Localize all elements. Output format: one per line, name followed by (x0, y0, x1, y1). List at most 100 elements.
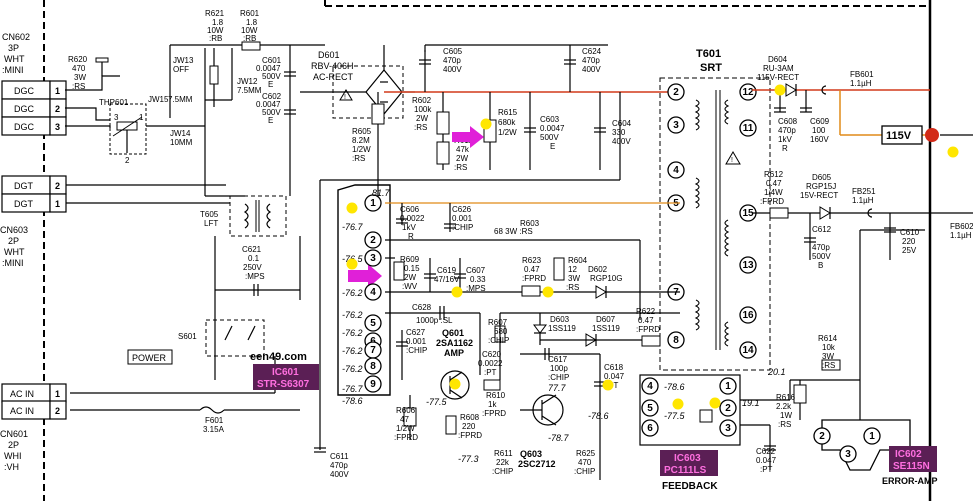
marker-dot (947, 146, 959, 158)
ic601-pin-number: 3 (370, 253, 376, 264)
svg-text:SRT: SRT (700, 62, 722, 74)
ic603-pin-number: 3 (725, 423, 731, 434)
svg-text:!: ! (344, 94, 346, 101)
svg-text:8.2M: 8.2M (352, 136, 370, 145)
t601-pin: 4 (667, 161, 685, 179)
output-115v-label: 115V (886, 130, 912, 142)
c619-ref: C619 (437, 266, 457, 275)
svg-text::PT: :PT (484, 368, 497, 377)
svg-text::FPRD: :FPRD (458, 431, 482, 440)
connector-row-pin: 1 (55, 199, 60, 209)
svg-text:3W: 3W (568, 274, 580, 283)
ic601-part: STR-S6307 (257, 379, 310, 390)
svg-text:400V: 400V (443, 65, 462, 74)
ic601-pin-voltage: -76.7 (342, 222, 364, 232)
svg-text:RGP15J: RGP15J (806, 182, 836, 191)
ic601-pin-number: 4 (370, 287, 376, 298)
svg-text:2W: 2W (416, 114, 428, 123)
svg-text::WV: :WV (402, 282, 418, 291)
svg-text:E: E (550, 142, 555, 151)
connector-row-label: DGC (14, 86, 35, 96)
svg-text:3.15A: 3.15A (203, 425, 225, 434)
ic601-pin: 8 (364, 357, 382, 375)
svg-text:470p: 470p (812, 243, 830, 252)
q603-c-voltage: 77.7 (548, 383, 567, 393)
svg-text:1kV: 1kV (778, 135, 792, 144)
svg-text:1/4W: 1/4W (764, 188, 783, 197)
startup-network: R605 8.2M 1/2W :RS R602 100k 2W :RS R611… (320, 92, 632, 200)
svg-text:3W: 3W (822, 352, 834, 361)
svg-text:680k: 680k (498, 118, 516, 127)
c617-ref: C617 (548, 355, 568, 364)
svg-text:0.001: 0.001 (406, 337, 427, 346)
svg-text:22k: 22k (496, 458, 510, 467)
ic603-pin-number: 6 (647, 423, 653, 434)
jumper-block: JW13 OFF JW15 7.5MM JW14 10MM R621 1.8 1… (148, 9, 325, 147)
cn602-color: WHT (4, 54, 25, 64)
svg-text:470p: 470p (582, 56, 600, 65)
r614-ref: R614 (818, 334, 838, 343)
svg-text:0.47: 0.47 (638, 316, 654, 325)
ic601-pin-voltage: 81.7 (372, 188, 391, 198)
ic602-part: SE115N (893, 461, 930, 472)
v20-voltage: 20.1 (767, 367, 786, 377)
svg-text:RU-3AM: RU-3AM (763, 64, 794, 73)
svg-text:R: R (408, 232, 414, 241)
marker-dot (542, 286, 554, 298)
c606-ref: C606 (400, 205, 420, 214)
svg-text:1.8: 1.8 (246, 18, 258, 27)
svg-text:500V: 500V (262, 108, 281, 117)
ic601-pin: 1 (364, 194, 382, 212)
svg-text:470p: 470p (443, 56, 461, 65)
cn601-ref: CN601 (0, 429, 28, 439)
svg-text:10MM: 10MM (170, 138, 193, 147)
r615-ref: R615 (498, 108, 518, 117)
t601-pin-number: 15 (742, 208, 754, 219)
svg-text::PT: :PT (760, 465, 773, 474)
ic601-pin-voltage: -76.2 (342, 328, 363, 338)
svg-text:0.0047: 0.0047 (256, 100, 281, 109)
svg-text::RB: :RB (243, 34, 256, 43)
t601-pin-number: 14 (742, 345, 754, 356)
ic601-pin-number: 7 (370, 345, 376, 356)
svg-text:1SS119: 1SS119 (592, 324, 620, 333)
c621-ref: C621 (242, 245, 262, 254)
svg-text:0.15: 0.15 (404, 264, 420, 273)
svg-text:1k: 1k (488, 400, 497, 409)
ic601-pin-voltage: -76.7 (342, 384, 364, 394)
ic601-pin: 2 (364, 231, 382, 249)
svg-text:400V: 400V (612, 137, 631, 146)
marker-dot (346, 202, 358, 214)
svg-text:E: E (268, 116, 273, 125)
fb251-ref: FB251 (852, 187, 876, 196)
svg-text:0.0022: 0.0022 (478, 359, 503, 368)
svg-text:0.0022: 0.0022 (400, 214, 425, 223)
ic602-pin: 3 (839, 445, 857, 463)
svg-text:47k: 47k (456, 145, 470, 154)
cn602-connector: CN602 3P WHT :MINI (2, 32, 30, 75)
svg-text:0.0047: 0.0047 (256, 64, 281, 73)
cn602-ref: CN602 (2, 32, 30, 42)
svg-text:0.47: 0.47 (524, 265, 540, 274)
ic602-block: IC602 SE115N ERROR-AMP (821, 380, 938, 486)
svg-text:10W: 10W (207, 26, 224, 35)
t601-pin: 2 (667, 83, 685, 101)
svg-text:470p: 470p (778, 126, 796, 135)
svg-text::CHIP: :CHIP (488, 336, 509, 345)
ic603-pin: 4 (641, 377, 659, 395)
q601-base-voltage: -77.5 (426, 397, 448, 407)
r607-ref: R607 (488, 318, 508, 327)
ic601-pin-voltage: -76.2 (342, 310, 363, 320)
svg-text::FPRD: :FPRD (482, 409, 506, 418)
c603-ref: C603 (540, 115, 560, 124)
connector-row-label: AC IN (10, 406, 34, 416)
connector-row-label: DGT (14, 181, 34, 191)
thp601-ref: THP601 (99, 98, 129, 107)
marker-dot (602, 379, 614, 391)
ic602-pin-number: 2 (819, 431, 825, 442)
secondary-115v: D604 RU-3AM 115V-RECT C608 470p 1kV R C6… (752, 55, 973, 153)
d605-ref: D605 (812, 173, 832, 182)
d603-ref: D603 (550, 315, 570, 324)
